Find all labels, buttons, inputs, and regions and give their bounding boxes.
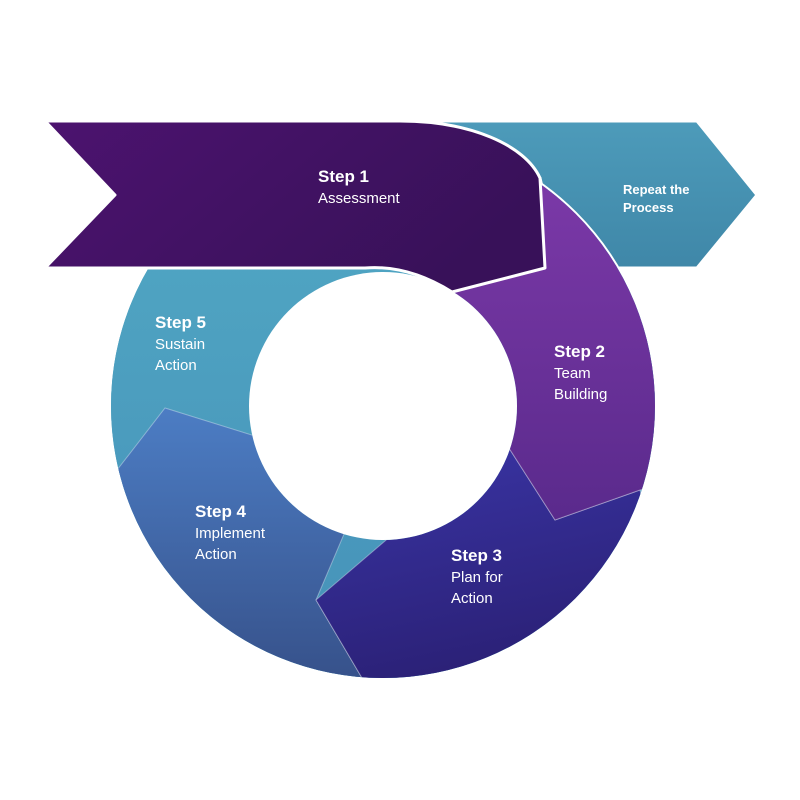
step-1-title: Step 1 [318, 167, 370, 186]
step-3-desc-line-2: Action [451, 590, 493, 607]
step-1-desc: Assessment [318, 190, 400, 207]
step-4-label: Step 4 Implement Action [195, 501, 265, 565]
step-5-label: Step 5 Sustain Action [155, 312, 206, 376]
step-1-label: Step 1 Assessment [318, 166, 400, 209]
step-2-title: Step 2 [554, 342, 606, 361]
step-2-label: Step 2 Team Building [554, 341, 607, 405]
step-3-title: Step 3 [451, 546, 503, 565]
step-5-desc-line-2: Action [155, 357, 197, 374]
repeat-line-2: Process [623, 200, 674, 215]
step-5-desc-line-1: Sustain [155, 336, 206, 353]
step-3-label: Step 3 Plan for Action [451, 545, 503, 609]
step-4-desc-line-2: Action [195, 546, 237, 563]
step-2-desc-line-1: Team [554, 365, 591, 382]
step-4-title: Step 4 [195, 502, 247, 521]
step-1-arrow [43, 119, 547, 294]
repeat-label: Repeat the Process [623, 181, 689, 217]
step-3-desc-line-1: Plan for [451, 569, 503, 586]
step-2-desc-line-2: Building [554, 386, 608, 403]
ring-center [249, 272, 517, 540]
step-5-title: Step 5 [155, 313, 207, 332]
repeat-line-1: Repeat the [623, 182, 690, 197]
step-4-desc-line-1: Implement [195, 525, 266, 542]
